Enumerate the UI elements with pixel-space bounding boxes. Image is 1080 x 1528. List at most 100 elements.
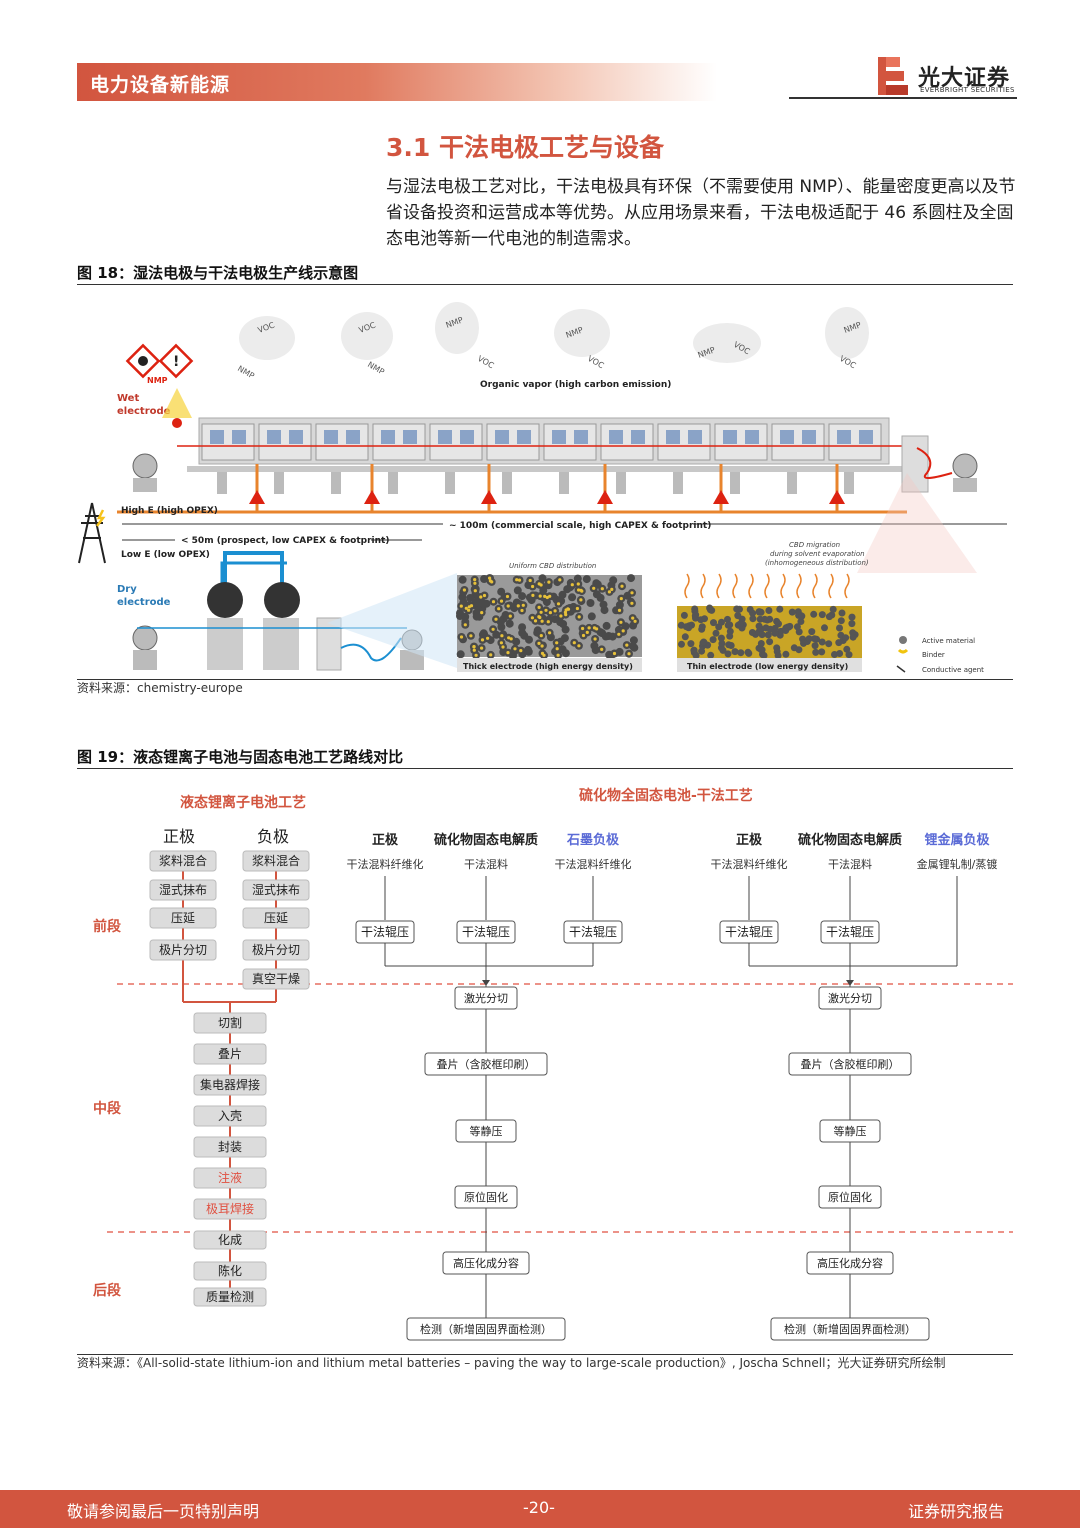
- vapor-word: NMP: [236, 364, 256, 381]
- svg-text:压延: 压延: [264, 911, 288, 925]
- oven-window: [780, 430, 794, 444]
- particle: [818, 648, 826, 656]
- particle: [718, 640, 726, 647]
- particle: [837, 617, 845, 625]
- particle: [533, 628, 542, 637]
- particle: [773, 617, 781, 625]
- particle: [518, 592, 527, 601]
- particle: [579, 598, 583, 602]
- particle: [497, 607, 501, 611]
- power-tower-icon: [78, 502, 106, 564]
- dry-label-2: electrode: [117, 597, 171, 608]
- particle: [491, 627, 495, 631]
- particle: [615, 647, 624, 656]
- particle: [625, 643, 629, 647]
- particle: [548, 594, 552, 598]
- oven-cell: [201, 423, 255, 461]
- particle: [549, 592, 558, 601]
- particle: [760, 652, 768, 659]
- cbd-label-2: during solvent evaporation: [770, 550, 865, 558]
- warning-icon: [249, 490, 265, 504]
- particle: [524, 581, 533, 590]
- svg-text:干法辊压: 干法辊压: [725, 925, 773, 939]
- particle: [843, 645, 851, 653]
- svg-text:湿式抹布: 湿式抹布: [159, 882, 207, 897]
- particle: [556, 637, 565, 646]
- particle: [480, 575, 489, 583]
- liquid-cathode-head: 正极: [163, 827, 195, 846]
- liquid-back-step: 质量检测: [193, 1287, 267, 1307]
- particle: [587, 626, 591, 630]
- stage-back: 后段: [93, 1282, 121, 1299]
- wet-label: Wet: [117, 393, 139, 404]
- svg-text:切割: 切割: [218, 1015, 242, 1030]
- particle: [710, 619, 717, 627]
- liquid-anode-step: 浆料混合: [242, 850, 310, 872]
- particle: [758, 631, 766, 639]
- solid-process-step: 检测（新增固固界面检测）: [770, 1317, 930, 1341]
- legend-conductive-icon: [896, 665, 906, 673]
- particle: [599, 600, 608, 609]
- particle: [811, 642, 819, 650]
- particle: [836, 650, 844, 657]
- organic-vapor-label: Organic vapor (high carbon emission): [480, 380, 671, 390]
- solid-process-step: 叠片（含胶框印刷）: [788, 1052, 912, 1076]
- solid-process-step: 激光分切: [818, 986, 882, 1010]
- particle: [538, 574, 547, 583]
- particle: [575, 606, 579, 611]
- particle: [617, 632, 621, 636]
- figure-18-title: 图 18：湿法电极与干法电极生产线示意图: [77, 264, 359, 282]
- particle: [572, 641, 576, 645]
- stage-front: 前段: [93, 918, 121, 935]
- oven-leg: [388, 472, 398, 494]
- particle: [808, 628, 816, 636]
- particle: [509, 651, 517, 660]
- particle: [513, 586, 522, 595]
- particle: [517, 578, 522, 582]
- particle: [619, 620, 623, 624]
- oven-leg: [559, 472, 569, 494]
- oven-cell: [315, 423, 369, 461]
- svg-text:!: !: [173, 354, 179, 370]
- particle: [540, 619, 544, 623]
- everbright-logo-icon: [878, 57, 908, 95]
- particle: [600, 587, 604, 591]
- svg-text:高压化成分容: 高压化成分容: [453, 1256, 519, 1270]
- liquid-back-step: 陈化: [193, 1261, 267, 1281]
- particle: [687, 640, 695, 648]
- particle: [479, 595, 483, 599]
- solid-column-head: 锂金属负极: [924, 832, 990, 848]
- solid-process-step: 激光分切: [454, 986, 518, 1010]
- particle: [501, 611, 510, 619]
- particle: [525, 635, 533, 644]
- particle: [600, 647, 604, 651]
- solid-process-step: 等静压: [455, 1119, 517, 1143]
- particle: [581, 633, 586, 638]
- svg-text:高压化成分容: 高压化成分容: [817, 1256, 883, 1270]
- particle: [726, 632, 734, 640]
- particle: [724, 615, 731, 623]
- svg-text:原位固化: 原位固化: [464, 1190, 508, 1204]
- svg-text:激光分切: 激光分切: [828, 991, 872, 1005]
- oven-window: [517, 430, 531, 444]
- oven-cell: [771, 423, 825, 461]
- particle: [533, 619, 538, 623]
- particle: [499, 630, 508, 639]
- particle: [473, 578, 477, 582]
- oven-leg: [502, 472, 512, 494]
- particle: [508, 614, 512, 618]
- header-banner: [77, 63, 717, 101]
- particle: [818, 611, 826, 619]
- oven-window: [859, 430, 873, 444]
- wet-label-2: electrode: [117, 406, 171, 417]
- particle: [473, 581, 477, 585]
- vapor-wave: [700, 573, 706, 599]
- particle: [521, 603, 525, 607]
- particle: [692, 611, 700, 619]
- particle: [544, 581, 553, 590]
- particle: [469, 634, 473, 638]
- svg-text:干法辊压: 干法辊压: [569, 925, 617, 939]
- particle: [788, 608, 796, 616]
- particle: [506, 651, 510, 655]
- dry-press-step: 干法辊压: [563, 920, 623, 944]
